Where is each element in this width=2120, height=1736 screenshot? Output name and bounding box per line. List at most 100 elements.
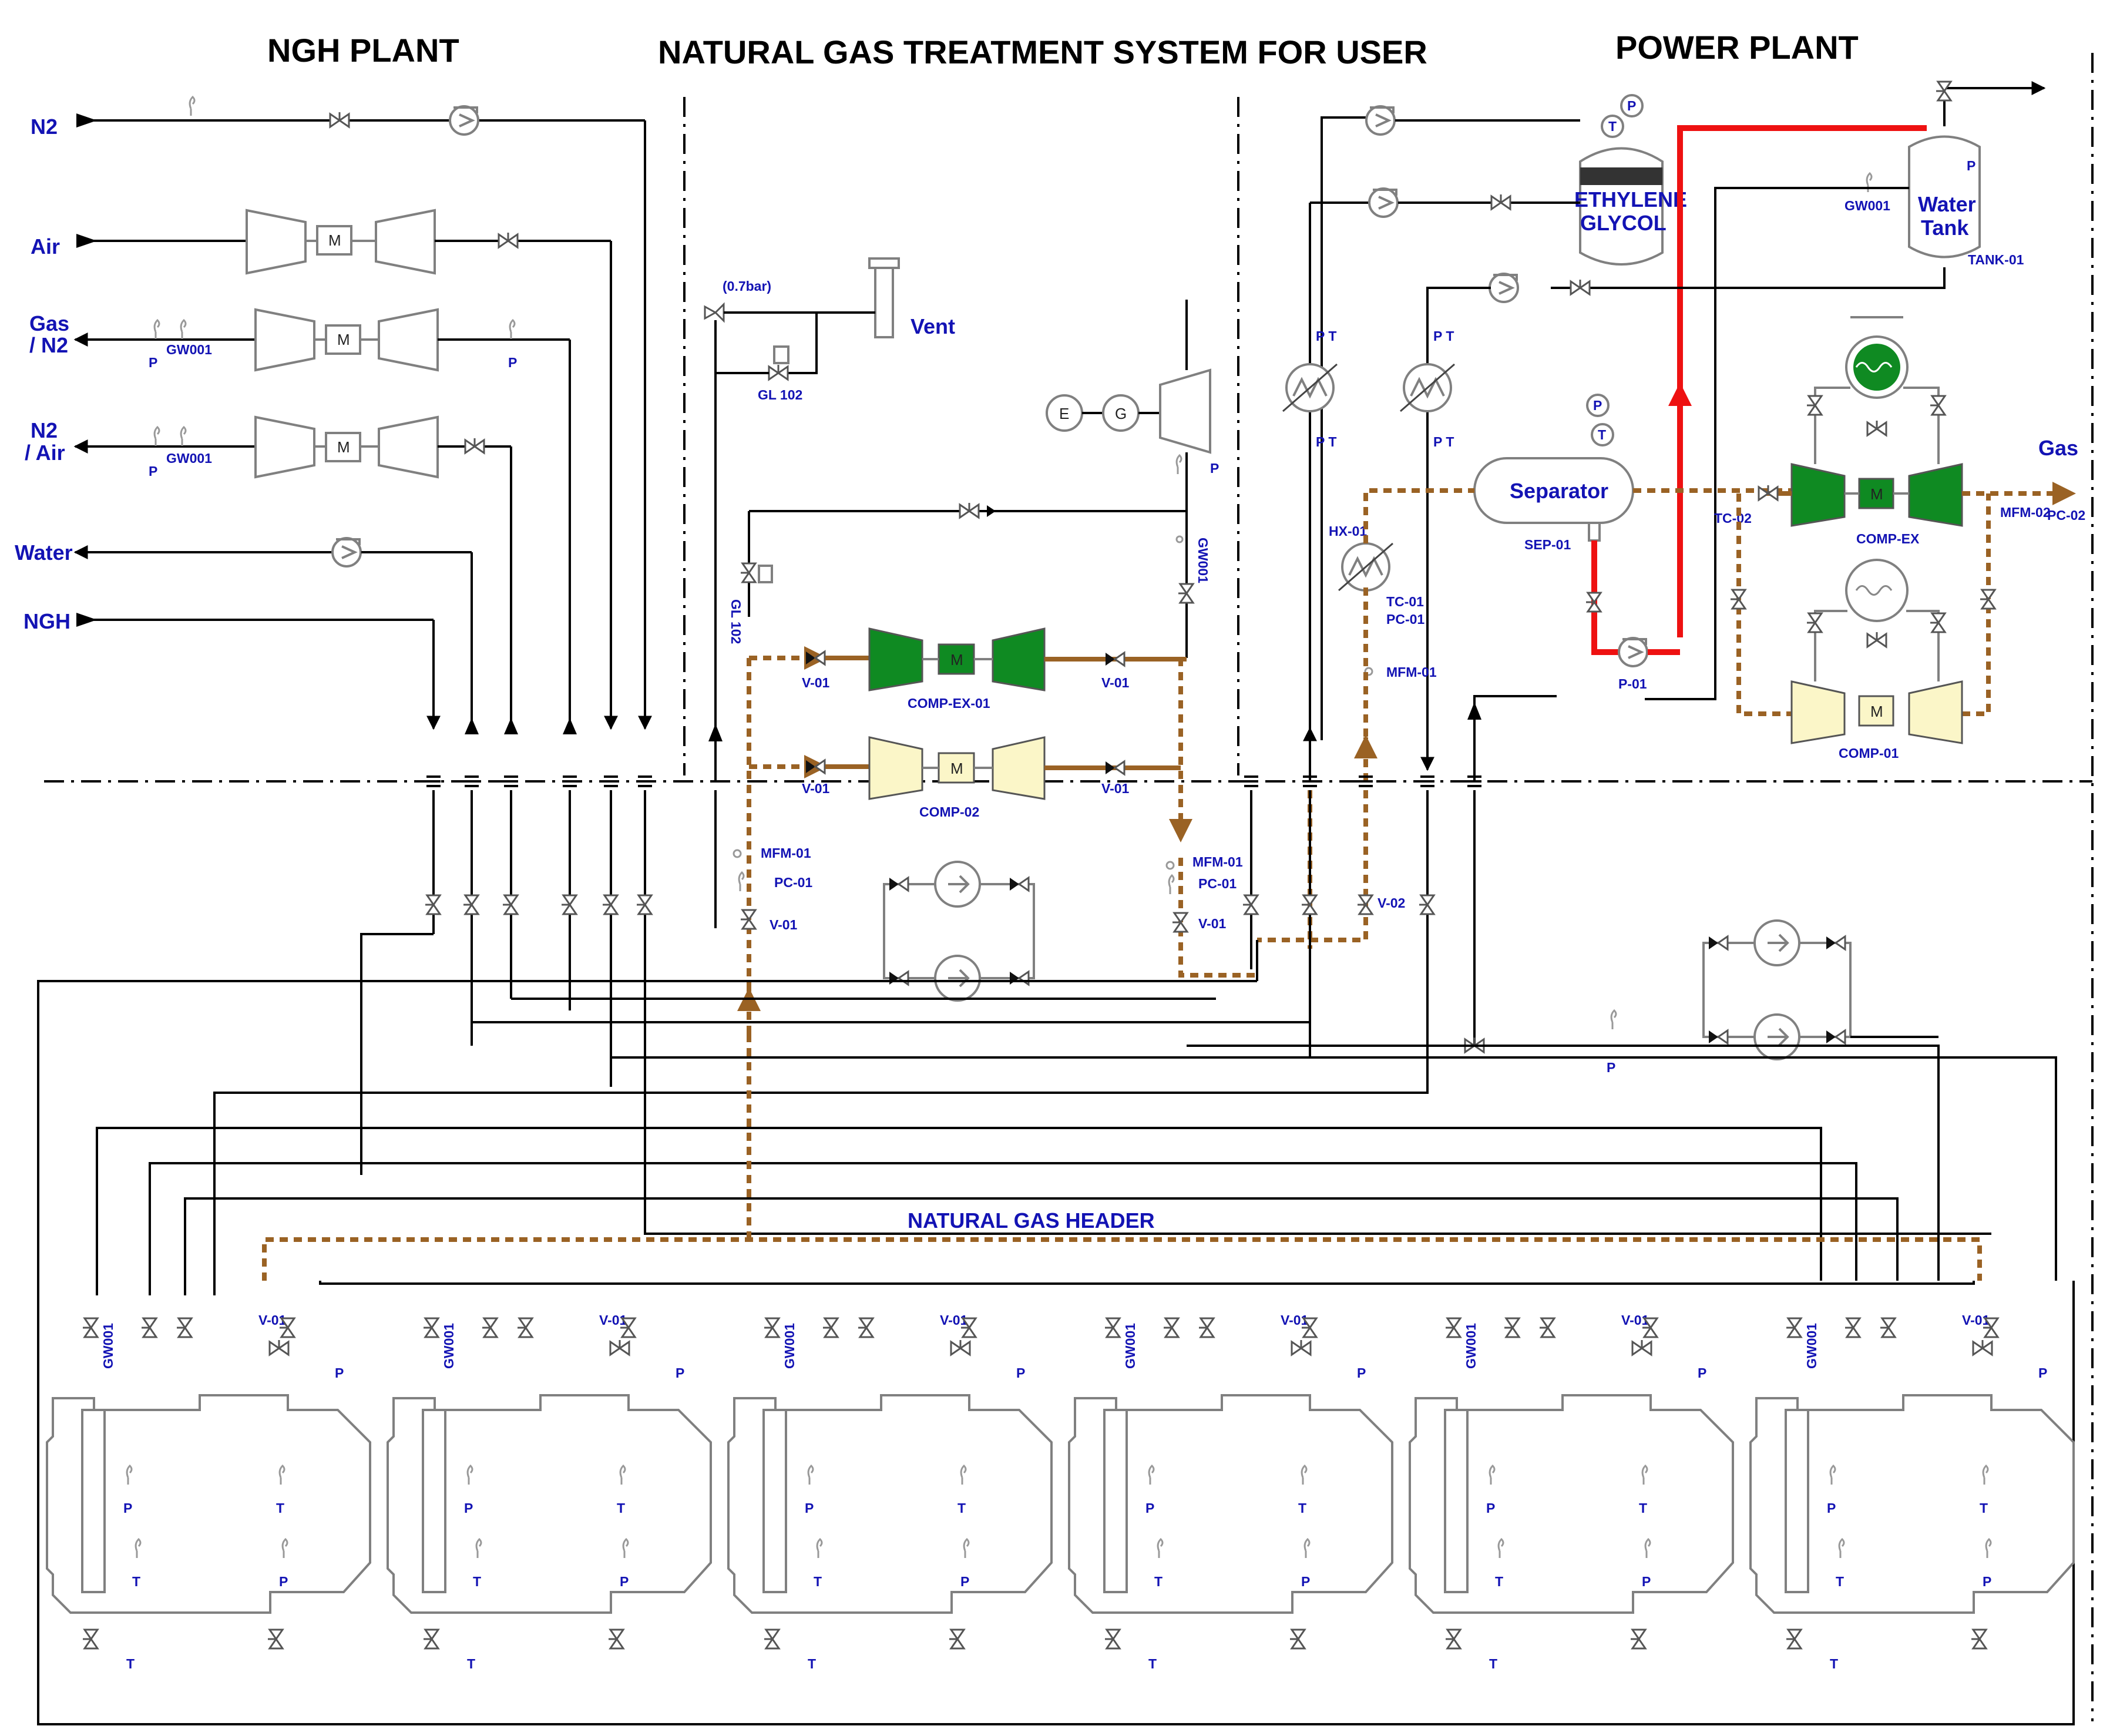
svg-text:ETHYLENE: ETHYLENE [1574,187,1687,211]
svg-text:T: T [276,1500,284,1516]
svg-text:MFM-01: MFM-01 [1386,664,1437,680]
stream-label-gas-n2-1: Gas [29,311,69,335]
svg-text:GW001: GW001 [100,1323,116,1369]
svg-text:Tank: Tank [1921,216,1969,240]
svg-text:T: T [1639,1500,1647,1516]
svg-text:P: P [805,1500,814,1516]
svg-text:PC-01: PC-01 [1386,612,1424,627]
svg-text:P: P [123,1500,132,1516]
svg-text:T: T [1495,1574,1503,1589]
reactor-6: P T T P V-01 GW001 P T [1749,1312,2075,1671]
air-compressor: M [246,209,436,275]
comp-01: M [1790,559,1963,744]
svg-text:P T: P T [1433,434,1454,449]
svg-text:TANK-01: TANK-01 [1968,252,2024,267]
svg-text:GW001: GW001 [1804,1323,1819,1369]
gas-compressor: M [254,308,439,372]
svg-text:P: P [464,1500,473,1516]
vent-label: Vent [911,314,955,338]
svg-text:Separator: Separator [1510,479,1608,503]
svg-text:M: M [1870,485,1883,503]
svg-text:T: T [1154,1574,1163,1589]
svg-text:GW001: GW001 [166,342,212,357]
svg-text:MFM-02: MFM-02 [2000,505,2051,520]
svg-text:V-01: V-01 [1101,781,1130,796]
svg-text:M: M [950,760,963,777]
comp-02: M [868,736,1046,800]
svg-text:P: P [1145,1500,1154,1516]
svg-text:T: T [467,1656,475,1671]
svg-text:P T: P T [1433,328,1454,344]
svg-text:GW001: GW001 [1123,1323,1138,1369]
stream-label-ngh: NGH [23,609,70,633]
stream-label-n2: N2 [31,115,58,139]
natural-gas-header-label: NATURAL GAS HEADER [908,1208,1155,1233]
reactor-4: P T T P V-01 GW001 P T [1068,1312,1393,1671]
svg-text:P: P [1983,1574,1991,1589]
engine-generator: E G [1046,368,1211,454]
svg-text:E: E [1059,405,1069,422]
svg-text:MFM-01: MFM-01 [761,845,811,861]
svg-text:P: P [508,355,517,370]
svg-text:M: M [328,231,341,249]
svg-text:M: M [337,331,350,348]
svg-text:P: P [1827,1500,1836,1516]
vent-stack [868,257,900,338]
reactor-3: P T T P V-01 GW001 P T [727,1312,1053,1671]
stream-label-n2-air-1: N2 [31,418,58,442]
svg-text:T: T [617,1500,625,1516]
svg-text:T: T [1830,1656,1838,1671]
ngh-plant-heading: NGH PLANT [267,32,459,69]
gas-out-label: Gas [2038,436,2078,460]
svg-text:T: T [473,1574,481,1589]
svg-text:P: P [149,464,157,479]
svg-text:T: T [1148,1656,1157,1671]
stream-label-air: Air [31,234,60,258]
svg-text:T: T [957,1500,966,1516]
svg-text:V-01: V-01 [770,917,798,932]
svg-text:Water: Water [1918,192,1976,216]
comp-ex: M [1790,335,1963,527]
reactor-5: P T T P V-01 GW001 P T [1409,1312,1734,1671]
svg-text:P: P [1642,1574,1651,1589]
svg-text:GW001: GW001 [1195,538,1211,583]
svg-text:PC-02: PC-02 [2047,508,2085,523]
svg-text:P: P [1627,98,1636,113]
svg-text:P: P [1016,1365,1025,1381]
svg-text:TC-02: TC-02 [1714,511,1752,526]
svg-text:M: M [1870,703,1883,720]
svg-text:T: T [132,1574,140,1589]
svg-text:T: T [814,1574,822,1589]
n2-air-compressor: M [254,415,439,479]
svg-text:GW001: GW001 [782,1323,797,1369]
svg-text:PC-01: PC-01 [774,875,812,890]
reactor-2: P T T P V-01 GW001 P T [387,1312,712,1671]
svg-text:COMP-EX-01: COMP-EX-01 [908,696,990,711]
relief-valve [704,302,725,323]
right-pump-loop [1702,919,1852,1060]
svg-text:P: P [1301,1574,1310,1589]
svg-text:P: P [676,1365,684,1381]
svg-text:P: P [1698,1365,1706,1381]
svg-text:P: P [620,1574,629,1589]
svg-text:T: T [1298,1500,1306,1516]
distribution-manifold: NATURAL GAS HEADER [37,933,2075,1725]
reactor-1: P T T P V-01 GW001 P T [46,1312,371,1671]
svg-text:T: T [808,1656,816,1671]
ngh-plant-section: N2 Air M Gas / N2 P GW001 M [15,96,653,1087]
svg-text:P: P [1967,158,1975,173]
svg-text:HX-01: HX-01 [1329,523,1367,539]
stream-label-n2-air-2: / Air [25,441,65,465]
svg-text:P: P [1593,398,1602,413]
svg-text:P: P [1357,1365,1366,1381]
svg-text:T: T [1608,119,1617,134]
svg-text:P: P [149,355,157,370]
svg-text:COMP-02: COMP-02 [919,804,979,820]
svg-text:M: M [950,651,963,669]
svg-text:T: T [126,1656,135,1671]
page-title: NATURAL GAS TREATMENT SYSTEM FOR USER [658,33,1427,70]
water-tank: Water Tank P [1908,135,1981,258]
svg-text:(0.7bar): (0.7bar) [723,278,771,294]
svg-text:T: T [1489,1656,1497,1671]
svg-text:P: P [1210,461,1219,476]
